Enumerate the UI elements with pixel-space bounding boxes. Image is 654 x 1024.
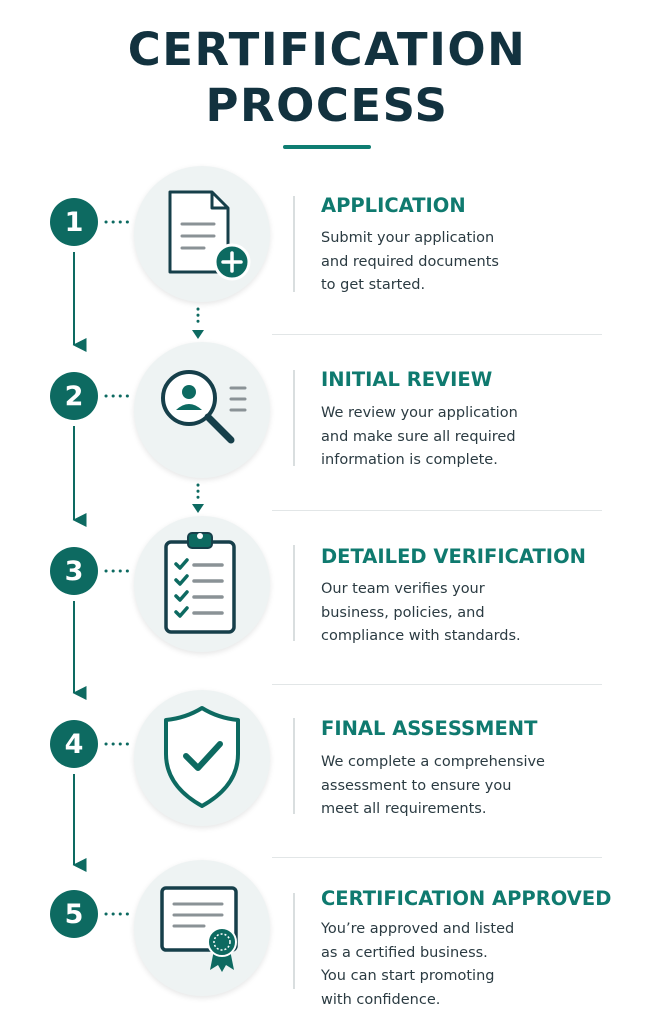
step-divider [293,893,295,989]
shield-check-icon [134,690,270,826]
step-title: INITIAL REVIEW [321,368,493,391]
page-title: CERTIFICATION PROCESS [0,22,654,134]
description-line: We complete a comprehensive [321,754,545,770]
description-line: Submit your application [321,230,495,246]
step-number-badge: 4 [50,720,98,768]
description-line: to get started. [321,277,426,293]
step-description: We review your application and make sure… [321,402,621,473]
description-line: Our team verifies your [321,581,485,597]
magnifier-person-icon [134,342,270,478]
description-line: with confidence. [321,991,441,1008]
step-number-badge: 1 [50,198,98,246]
title-underline [283,145,371,149]
step-divider [293,545,295,641]
description-line: You’re approved and listed [321,921,515,937]
step-divider [293,370,295,466]
icon-arrowhead-1 [192,330,204,339]
step-number-badge: 5 [50,890,98,938]
step-title: APPLICATION [321,194,466,217]
icon-arrowhead-2 [192,504,204,513]
description-line: and make sure all required [321,428,516,445]
clipboard-checklist-icon [134,516,270,652]
separator-2 [272,510,602,511]
description-line: meet all requirements. [321,801,487,817]
description-line: compliance with standards. [321,628,521,644]
step-number-badge: 2 [50,372,98,420]
step-title: FINAL ASSESSMENT [321,717,538,740]
step-divider [293,196,295,292]
certificate-badge-icon [134,860,270,996]
separator-4 [272,857,602,858]
description-line: as a certified business. [321,944,488,961]
step-description: Our team verifies your business, policie… [321,578,621,649]
separator-1 [272,334,602,335]
description-line: information is complete. [321,452,498,468]
step-description: You’re approved and listed as a certifie… [321,918,621,1012]
description-line: We review your application [321,405,518,421]
description-line: business, policies, and [321,604,485,621]
document-plus-icon [134,166,270,302]
step-title: CERTIFICATION APPROVED [321,887,612,910]
step-divider [293,718,295,814]
title-line-2: PROCESS [205,79,449,132]
step-description: Submit your application and required doc… [321,227,621,298]
step-description: We complete a comprehensive assessment t… [321,751,621,822]
step-title: DETAILED VERIFICATION [321,545,586,568]
step-number-badge: 3 [50,547,98,595]
description-line: You can start promoting [321,968,495,984]
title-line-1: CERTIFICATION [127,23,527,76]
separator-3 [272,684,602,685]
description-line: assessment to ensure you [321,777,512,794]
description-line: and required documents [321,253,499,270]
